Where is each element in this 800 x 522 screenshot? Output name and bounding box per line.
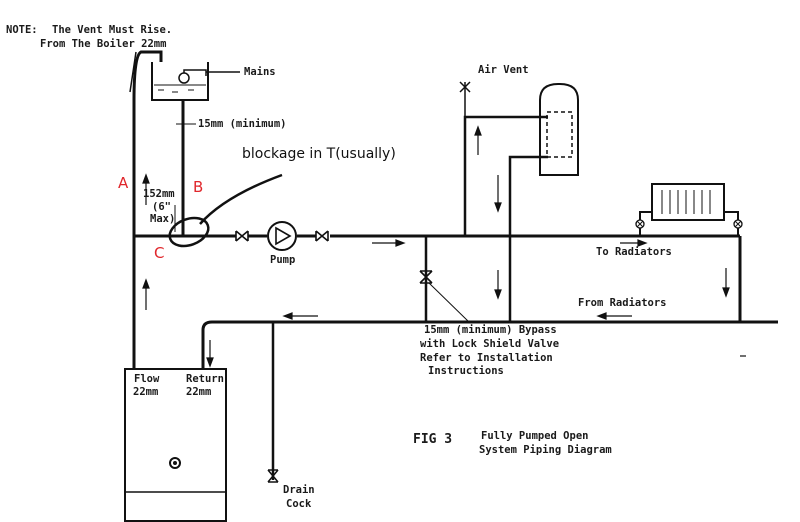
label-a: A xyxy=(118,174,129,192)
drain-label: Drain xyxy=(283,484,315,496)
dimension-line-1: 152mm xyxy=(143,188,175,200)
lock-shield-valve-icon xyxy=(419,270,433,284)
drain-pipe xyxy=(267,322,279,483)
arrow-left-icon xyxy=(596,312,607,320)
ball-float-icon xyxy=(178,72,190,84)
cock-label: Cock xyxy=(286,498,312,510)
boiler xyxy=(124,368,227,522)
pump-icon xyxy=(267,221,297,251)
note-lead: NOTE: xyxy=(6,24,38,36)
blockage-label: blockage in T(usually) xyxy=(242,146,396,162)
label-c: C xyxy=(154,244,164,262)
flow-arrows xyxy=(142,125,746,368)
pump-label: Pump xyxy=(270,254,295,266)
drain-cock-icon xyxy=(267,469,279,483)
mains-label: Mains xyxy=(244,66,276,78)
bypass-line-4: Instructions xyxy=(428,365,504,377)
note-line-2: From The Boiler 22mm xyxy=(40,38,166,50)
isolation-valve-left-icon xyxy=(235,230,249,242)
figure-number: FIG 3 xyxy=(413,432,452,447)
label-b: B xyxy=(193,178,203,196)
dimension-line-2: (6" xyxy=(152,201,171,213)
arrow-down-icon xyxy=(494,289,502,300)
to-radiators-label: To Radiators xyxy=(596,246,672,258)
blockage-circle xyxy=(168,216,210,248)
blockage-annotation xyxy=(168,173,283,248)
blockage-pointer xyxy=(199,173,283,225)
bypass-line-1: 15mm (minimum) Bypass xyxy=(424,324,557,336)
flow-size-label: 22mm xyxy=(133,386,158,398)
feed-expansion-tank xyxy=(151,62,240,101)
feed-size-label: 15mm (minimum) xyxy=(198,118,287,130)
bypass-line-3: Refer to Installation xyxy=(420,352,553,364)
arrow-down-icon xyxy=(494,202,502,213)
arrow-down-icon xyxy=(206,357,214,368)
isolation-valve-right-icon xyxy=(315,230,329,242)
arrow-down-icon xyxy=(722,287,730,298)
radiator xyxy=(635,183,743,236)
boiler-control-knob-icon xyxy=(169,457,181,469)
caption-line-1: Fully Pumped Open xyxy=(481,430,588,442)
arrow-up-icon xyxy=(142,278,150,289)
arrow-up-icon xyxy=(142,173,150,184)
return-size-label: 22mm xyxy=(186,386,211,398)
hot-water-cylinder xyxy=(463,83,579,322)
arrow-up-icon xyxy=(474,125,482,136)
vent-pipe xyxy=(129,50,163,369)
air-vent-label: Air Vent xyxy=(478,64,529,76)
air-vent xyxy=(459,81,471,117)
note-line-1: The Vent Must Rise. xyxy=(52,24,172,36)
flow-label: Flow xyxy=(134,373,160,385)
arrow-right-icon xyxy=(395,239,406,247)
arrow-right-icon xyxy=(637,239,648,247)
from-radiators-label: From Radiators xyxy=(578,297,667,309)
return-pipe xyxy=(201,236,778,369)
bypass-line-2: with Lock Shield Valve xyxy=(420,338,559,350)
caption-line-2: System Piping Diagram xyxy=(479,444,612,456)
return-label: Return xyxy=(186,373,224,385)
air-vent-icon xyxy=(459,81,471,93)
arrow-left-icon xyxy=(282,312,293,320)
bypass-pipe xyxy=(419,236,471,324)
dimension-line-3: Max) xyxy=(150,213,175,225)
